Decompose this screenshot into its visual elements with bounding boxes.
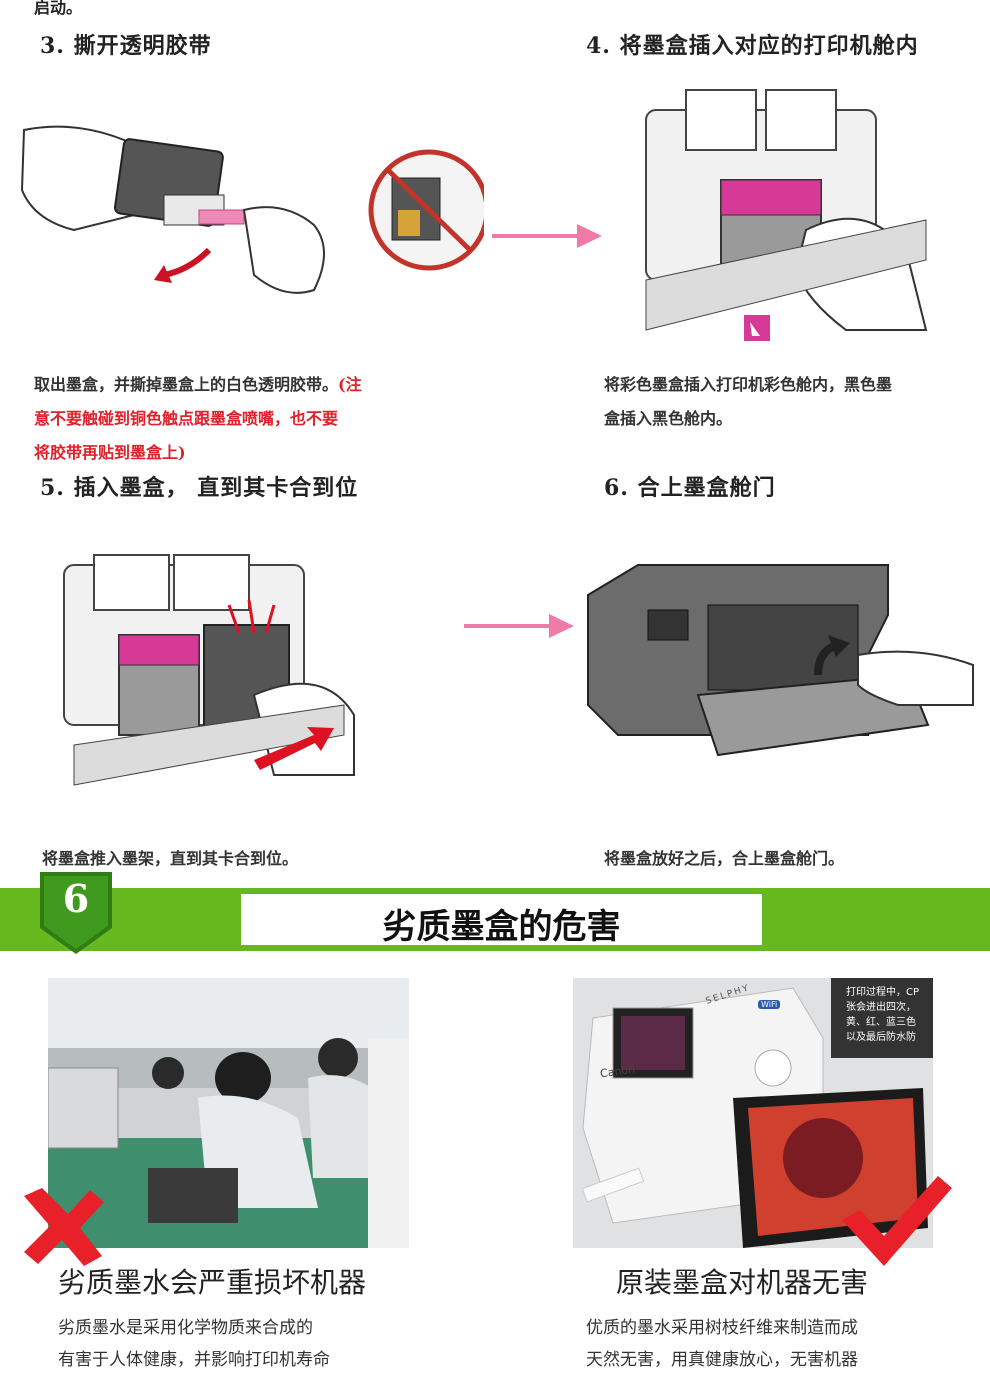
step-6-title: 6. 合上墨盒舱门 <box>604 475 776 501</box>
overlay-line-2: 张会进出四次， <box>846 1002 916 1013</box>
step-3-caption-warning-line-2: 意不要触碰到铜色触点跟墨盒喷嘴，也不要 <box>34 409 339 428</box>
section-title: 劣质墨盒的危害 <box>382 907 621 947</box>
top-fragment-text: 启动。 <box>34 0 83 17</box>
step-3-title: 3. 撕开透明胶带 <box>40 33 212 59</box>
step-5-illustration <box>24 545 364 805</box>
step-5-caption-line-1: 将墨盒推入墨架，直到其卡合到位。 <box>42 849 299 868</box>
printer-wifi-badge: WiFi <box>758 1000 781 1009</box>
step-6-arrow <box>464 614 574 638</box>
good-ink-line-2: 天然无害，用真健康放心，无害机器 <box>586 1350 858 1370</box>
section-number: 6 <box>62 876 90 921</box>
printing-process-overlay: 打印过程中，CP 张会进出四次， 黄、红、蓝三色 以及最后防水防 <box>846 985 932 1045</box>
good-ink-line-1: 优质的墨水采用树枝纤维来制造而成 <box>586 1318 858 1338</box>
overlay-line-1: 打印过程中，CP <box>846 987 920 998</box>
step-3-caption: 取出墨盒，并撕掉墨盒上的白色透明胶带。(注 意不要触碰到铜色触点跟墨盒喷嘴，也不… <box>34 368 454 470</box>
section-number-badge <box>40 872 112 954</box>
step-3-illustration <box>14 100 484 340</box>
step-5-title: 5. 插入墨盒， 直到其卡合到位 <box>40 475 359 501</box>
bad-ink-line-1: 劣质墨水是采用化学物质来合成的 <box>58 1318 313 1338</box>
section-title-box <box>241 894 762 945</box>
step-4-caption-line-2: 盒插入黑色舱内。 <box>604 409 733 428</box>
step-6-caption: 将墨盒放好之后，合上墨盒舱门。 <box>604 842 964 876</box>
step-6-printer-illustration <box>578 555 978 770</box>
red-x-mark-icon <box>24 1188 104 1266</box>
overlay-line-3: 黄、红、蓝三色 <box>846 1017 916 1028</box>
step-5-caption: 将墨盒推入墨架，直到其卡合到位。 <box>42 842 402 876</box>
good-ink-description: 优质的墨水采用树枝纤维来制造而成 天然无害，用真健康放心，无害机器 <box>586 1312 976 1376</box>
step-4-caption: 将彩色墨盒插入打印机彩色舱内，黑色墨 盒插入黑色舱内。 <box>604 368 964 436</box>
factory-workers-photo <box>48 978 409 1248</box>
bad-ink-line-2: 有害于人体健康，并影响打印机寿命 <box>58 1350 330 1370</box>
bad-ink-title: 劣质墨水会严重损坏机器 <box>58 1266 367 1299</box>
step-3-caption-warning-line-3: 将胶带再贴到墨盒上) <box>34 443 186 462</box>
step-6-caption-line-1: 将墨盒放好之后，合上墨盒舱门。 <box>604 849 845 868</box>
step-4-title: 4. 将墨盒插入对应的打印机舱内 <box>586 33 919 59</box>
step-4-illustration <box>626 70 936 360</box>
canon-printer-photo <box>573 978 933 1248</box>
step-4-caption-line-1: 将彩色墨盒插入打印机彩色舱内，黑色墨 <box>604 375 893 394</box>
no-touch-icon <box>368 149 484 271</box>
step-3-caption-warning-start: (注 <box>338 375 362 394</box>
overlay-line-4: 以及最后防水防 <box>846 1032 916 1043</box>
step-3-arrow <box>492 224 602 248</box>
red-check-mark-icon <box>842 1176 952 1266</box>
step-3-caption-line-1: 取出墨盒，并撕掉墨盒上的白色透明胶带。 <box>34 375 339 394</box>
bad-ink-description: 劣质墨水是采用化学物质来合成的 有害于人体健康，并影响打印机寿命 <box>58 1312 438 1376</box>
good-ink-title: 原装墨盒对机器无害 <box>616 1266 869 1299</box>
